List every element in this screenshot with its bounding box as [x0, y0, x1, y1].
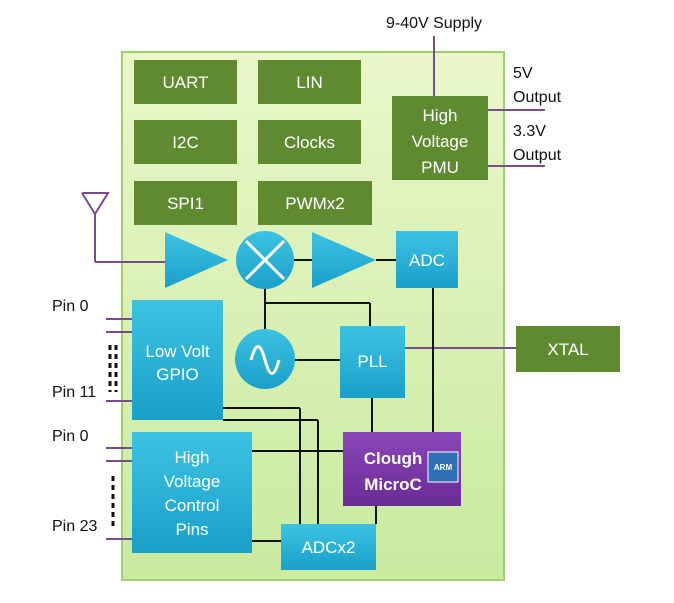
pll-block: PLL — [340, 326, 405, 398]
output-33v-line2: Output — [513, 147, 562, 164]
output-33v-line1: 3.3V — [513, 123, 546, 140]
adcx2-block: ADCx2 — [281, 524, 376, 570]
svg-text:PLL: PLL — [357, 352, 387, 371]
low-volt-gpio-block: Low Volt GPIO — [132, 300, 223, 420]
svg-text:Low Volt: Low Volt — [145, 342, 210, 361]
pmu-block: High Voltage PMU — [392, 96, 488, 180]
internal-wires — [223, 259, 434, 542]
svg-text:Pins: Pins — [175, 520, 208, 539]
antenna-icon — [81, 192, 110, 216]
svg-text:Voltage: Voltage — [412, 132, 469, 151]
svg-text:SPI1: SPI1 — [167, 194, 204, 213]
output-5v-line1: 5V — [513, 65, 533, 82]
lna-amplifier-icon — [165, 232, 228, 288]
svg-text:LIN: LIN — [296, 73, 322, 92]
svg-text:Clough: Clough — [364, 449, 423, 468]
pin-dashes — [108, 345, 118, 530]
i2c-block: I2C — [134, 120, 237, 164]
hv-pin-first-label: Pin 0 — [52, 428, 89, 445]
svg-text:MicroC: MicroC — [364, 475, 422, 494]
svg-text:PMU: PMU — [421, 158, 459, 177]
svg-text:ARM: ARM — [434, 463, 453, 472]
pwm-block: PWMx2 — [258, 181, 372, 225]
gpio-pin-first-label: Pin 0 — [52, 298, 89, 315]
spi1-block: SPI1 — [134, 181, 237, 225]
power-wires — [94, 36, 545, 540]
svg-text:GPIO: GPIO — [156, 365, 199, 384]
oscillator-icon — [235, 329, 295, 389]
svg-text:ADCx2: ADCx2 — [302, 538, 356, 557]
svg-text:XTAL: XTAL — [547, 340, 588, 359]
xtal-block: XTAL — [516, 326, 620, 372]
svg-text:High: High — [175, 448, 210, 467]
svg-text:High: High — [423, 106, 458, 125]
lin-block: LIN — [258, 60, 361, 104]
arm-logo-icon: ARM — [427, 451, 459, 483]
if-amplifier-icon — [312, 232, 376, 288]
clocks-block: Clocks — [258, 120, 361, 164]
svg-text:Control: Control — [165, 496, 220, 515]
svg-text:ADC: ADC — [409, 251, 445, 270]
mixer-icon — [236, 231, 294, 289]
svg-text:I2C: I2C — [172, 133, 198, 152]
svg-text:PWMx2: PWMx2 — [285, 194, 345, 213]
hv-control-pins-block: High Voltage Control Pins — [132, 432, 252, 553]
hv-pin-last-label: Pin 23 — [52, 518, 97, 535]
adc-block: ADC — [396, 231, 458, 288]
svg-text:UART: UART — [163, 73, 209, 92]
uart-block: UART — [134, 60, 237, 104]
svg-text:Clocks: Clocks — [284, 133, 335, 152]
supply-label: 9-40V Supply — [386, 15, 482, 32]
svg-text:Voltage: Voltage — [164, 472, 221, 491]
output-5v-line2: Output — [513, 89, 562, 106]
gpio-pin-last-label: Pin 11 — [52, 384, 96, 401]
